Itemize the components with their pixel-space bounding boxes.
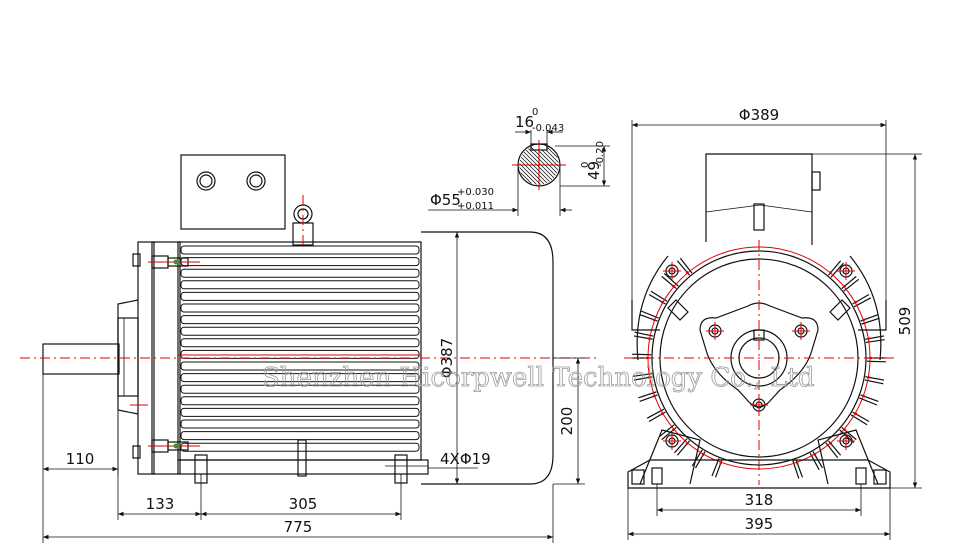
- cooling-fins: [180, 245, 420, 452]
- dim-key-depth-tol-lower: -0.20: [595, 141, 606, 167]
- shaft: [42, 343, 120, 375]
- dim-base-width: 395: [745, 515, 774, 533]
- dim-foot-spacing-side: 305: [289, 495, 318, 513]
- dim-key-depth: 49: [585, 161, 603, 180]
- dim-shaft-diameter-tol-lower: +0.011: [457, 201, 494, 212]
- fan-cover: [421, 231, 554, 485]
- dim-overall-height: 509: [896, 307, 914, 336]
- dim-end-to-foot: 133: [146, 495, 175, 513]
- dim-flange-diameter: Φ389: [739, 106, 779, 124]
- watermark: Shenzhen Hicorpwell Technology Co., Ltd: [262, 363, 815, 393]
- bearing-cap: [699, 302, 819, 408]
- dim-key-width: 16: [515, 113, 534, 131]
- side-view: [20, 154, 600, 485]
- side-dimensions: 775 133 305 110 Φ387 4XΦ19 200: [42, 232, 585, 543]
- dim-foot-holes: 4XΦ19: [440, 450, 491, 468]
- dim-shaft-height: 200: [558, 407, 576, 436]
- dim-shaft-length: 110: [66, 450, 95, 468]
- shaft-section: 16 0 -0.043 49 0 -0.20 Φ55 +0.030 +0.011: [428, 107, 610, 216]
- front-dimensions: Φ389 509 318 395: [627, 106, 922, 540]
- dim-shaft-diameter-tol-upper: +0.030: [457, 187, 494, 198]
- dim-key-depth-tol-upper: 0: [580, 162, 591, 168]
- dim-key-width-tol-upper: 0: [532, 107, 538, 118]
- dim-overall-length: 775: [284, 518, 313, 536]
- terminal-box: [180, 154, 286, 230]
- dim-shaft-diameter: Φ55: [430, 191, 461, 209]
- dim-foot-spacing-front: 318: [745, 491, 774, 509]
- dim-body-diameter: Φ387: [438, 338, 456, 378]
- front-view: [624, 153, 896, 489]
- dim-key-width-tol-lower: -0.043: [532, 123, 564, 134]
- base-foot: [177, 459, 429, 475]
